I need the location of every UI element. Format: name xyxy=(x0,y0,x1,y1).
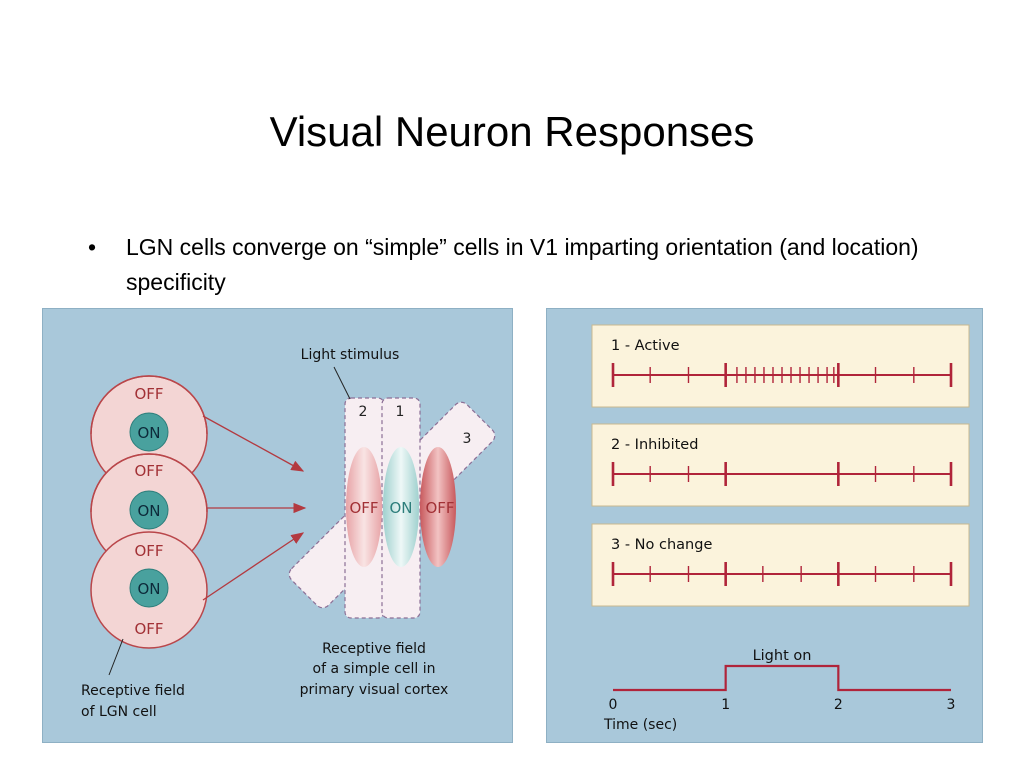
bullet-text: LGN cells converge on “simple” cells in … xyxy=(126,234,919,295)
time-tick-label: 2 xyxy=(834,697,843,713)
on-subregion xyxy=(383,447,419,567)
simple-caption-line-1: Receptive field xyxy=(322,641,426,657)
trace-box xyxy=(591,523,970,607)
bullet-marker: • xyxy=(88,234,97,260)
light-on-label: Light on xyxy=(753,648,812,664)
on-label: ON xyxy=(137,580,160,598)
spike-train-diagram: 1 - Active 2 - Inhibited 3 - No change Lig… xyxy=(591,324,970,733)
bar-number-1: 1 xyxy=(396,404,405,420)
trace-group-2: 2 - Inhibited xyxy=(591,423,970,507)
simple-off-label-right: OFF xyxy=(425,499,454,517)
lgn-on-center-3 xyxy=(129,568,169,608)
spike-response-figure: 1 - Active 2 - Inhibited 3 - No change Lig… xyxy=(546,308,983,743)
off-label: OFF xyxy=(134,385,163,403)
off-subregion-left xyxy=(346,447,382,567)
lgn-convergence-diagram: OFF ON OFF ON OFF ON OFF OFF ON O xyxy=(81,347,496,720)
simple-cell-field: OFF ON OFF xyxy=(346,447,456,567)
light-on-trace xyxy=(613,664,951,692)
trace-group-1: 1 - Active xyxy=(591,324,970,408)
trace-label: 2 - Inhibited xyxy=(611,437,698,453)
on-label: ON xyxy=(137,502,160,520)
slide-title: Visual Neuron Responses xyxy=(269,108,755,155)
arrow-bottom xyxy=(202,532,305,601)
trace-group-3: 3 - No change xyxy=(591,523,970,607)
on-label: ON xyxy=(137,424,160,442)
bar-number-3: 3 xyxy=(463,431,472,447)
lgn-caption-pointer xyxy=(108,638,124,676)
time-axis-label: Time (sec) xyxy=(603,717,677,733)
lgn-receptive-fields: OFF ON OFF ON OFF ON OFF xyxy=(90,375,208,649)
lgn-on-center-2 xyxy=(129,490,169,530)
time-tick-label: 1 xyxy=(721,697,730,713)
bar-number-2: 2 xyxy=(359,404,368,420)
simple-on-label: ON xyxy=(389,499,412,517)
off-label: OFF xyxy=(134,542,163,560)
time-tick-label: 0 xyxy=(609,697,618,713)
off-label: OFF xyxy=(134,462,163,480)
simple-off-label-left: OFF xyxy=(349,499,378,517)
simple-caption-line-2: of a simple cell in xyxy=(313,661,436,677)
light-stimulus-label: Light stimulus xyxy=(301,347,400,363)
convergence-arrows xyxy=(202,415,307,601)
lgn-caption-line-1: Receptive field xyxy=(81,683,185,699)
trace-box xyxy=(591,423,970,507)
simple-caption-line-3: primary visual cortex xyxy=(300,682,449,698)
trace-label: 1 - Active xyxy=(611,338,680,354)
lgn-on-center-1 xyxy=(129,412,169,452)
light-stimulus-pointer xyxy=(333,366,351,400)
lgn-convergence-figure: OFF ON OFF ON OFF ON OFF OFF ON O xyxy=(42,308,513,743)
arrow-top xyxy=(202,415,305,472)
time-tick-label: 3 xyxy=(947,697,956,713)
trace-box xyxy=(591,324,970,408)
lgn-caption-line-2: of LGN cell xyxy=(81,704,157,720)
trace-label: 3 - No change xyxy=(611,537,712,553)
off-label: OFF xyxy=(134,620,163,638)
off-subregion-right xyxy=(420,447,456,567)
